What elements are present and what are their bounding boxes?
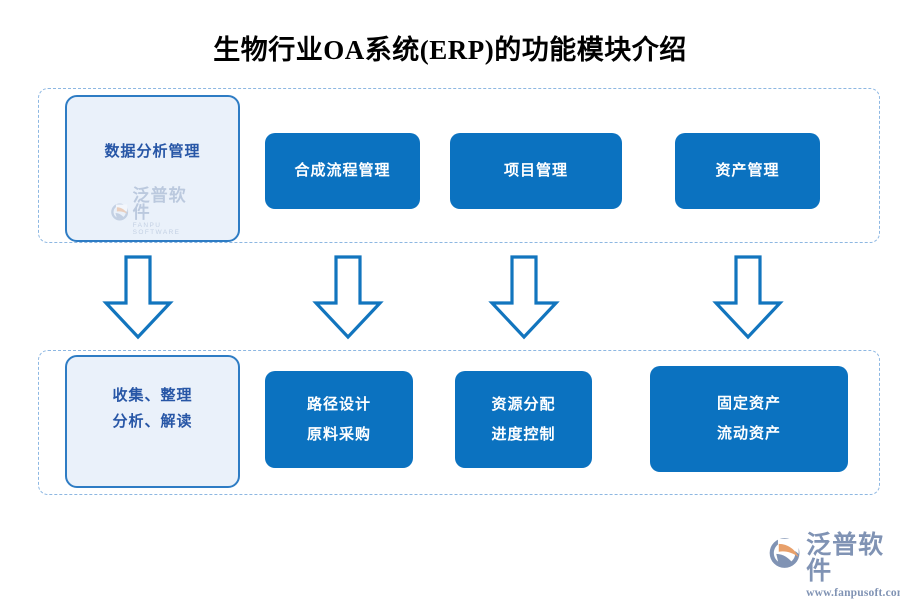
details-row-container: [38, 350, 880, 495]
modules-row-container: [38, 88, 880, 243]
node-synthesis-process-label: 合成流程管理: [294, 163, 391, 179]
brand-logo-cn: 泛普软件: [806, 532, 885, 586]
node-project-management[interactable]: 项目管理: [450, 133, 622, 209]
node-project-management-label: 项目管理: [503, 163, 568, 179]
node-project-detail[interactable]: 资源分配 进度控制: [455, 371, 592, 468]
arrow-down-asset-management: [712, 255, 784, 340]
fanpu-logo-icon: [769, 538, 800, 568]
node-project-detail-line-1: 资源分配: [491, 396, 556, 413]
node-data-analysis[interactable]: 数据分析管理 泛普软件 FANPU SOFTWARE: [65, 95, 240, 242]
page-title: 生物行业OA系统(ERP)的功能模块介绍: [213, 35, 687, 65]
inner-watermark-en: FANPU SOFTWARE: [132, 222, 181, 236]
node-asset-detail-line-2: 流动资产: [716, 426, 781, 442]
node-data-analysis-detail[interactable]: 收集、整理 分析、解读: [65, 355, 240, 488]
node-asset-management-label: 资产管理: [715, 163, 780, 179]
node-project-detail-line-2: 进度控制: [491, 426, 556, 443]
node-synthesis-detail-line-1: 路径设计: [306, 396, 371, 413]
node-synthesis-detail-line-2: 原料采购: [306, 426, 371, 443]
node-synthesis-process[interactable]: 合成流程管理: [265, 133, 420, 209]
node-asset-detail[interactable]: 固定资产 流动资产: [650, 366, 848, 472]
node-asset-management[interactable]: 资产管理: [675, 133, 820, 209]
node-data-analysis-detail-line-1: 收集、整理: [112, 387, 193, 404]
node-asset-detail-line-1: 固定资产: [716, 396, 781, 412]
node-data-analysis-detail-line-2: 分析、解读: [112, 413, 193, 430]
node-data-analysis-label: 数据分析管理: [104, 143, 201, 160]
inner-watermark-cn: 泛普软件: [132, 186, 187, 222]
arrow-down-project-management: [488, 255, 560, 340]
node-synthesis-detail[interactable]: 路径设计 原料采购: [265, 371, 413, 468]
fanpu-logo-icon: [110, 203, 128, 220]
arrow-down-data-analysis: [102, 255, 174, 340]
brand-logo-url: www.fanpusoft.com: [806, 586, 900, 599]
inner-watermark: 泛普软件 FANPU SOFTWARE: [110, 187, 196, 236]
brand-logo: 泛普软件 www.fanpusoft.com: [768, 532, 900, 599]
arrow-down-synthesis-process: [312, 255, 384, 340]
